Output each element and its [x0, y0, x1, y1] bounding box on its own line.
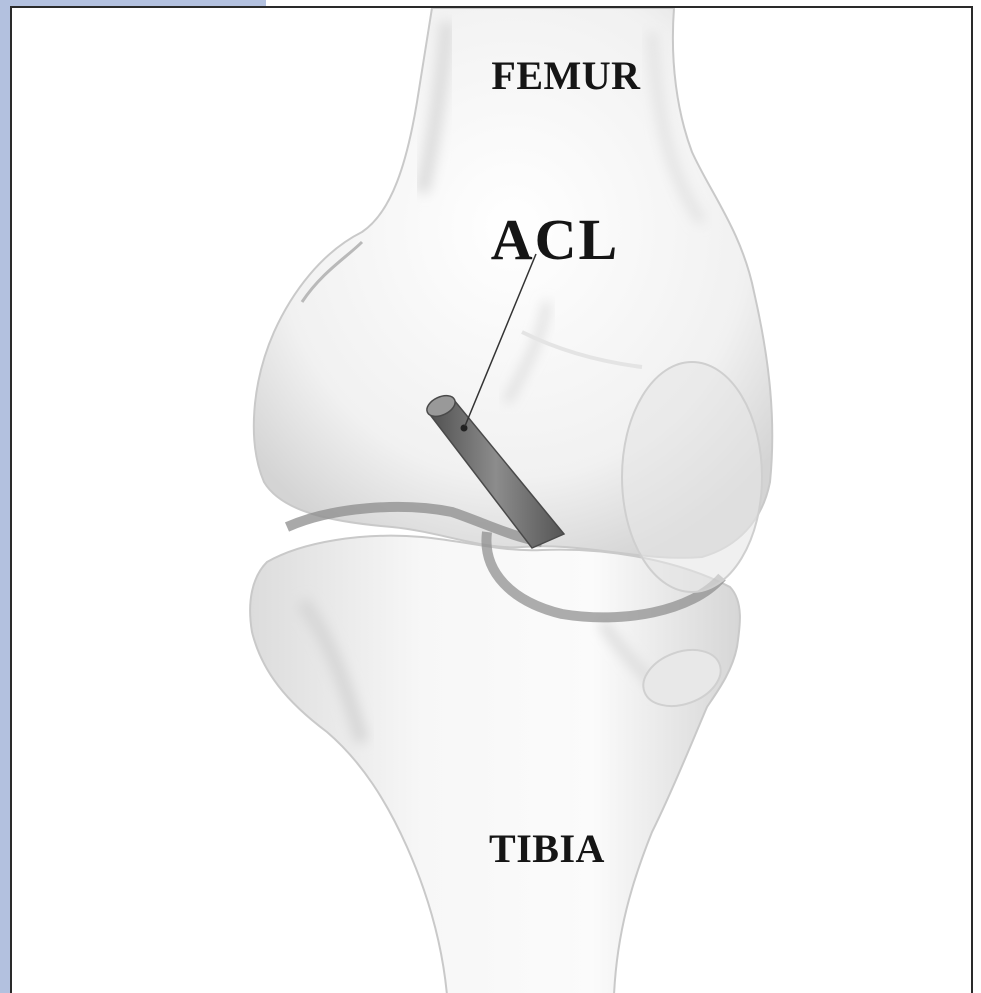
- tibia-label: TIBIA: [489, 825, 605, 872]
- left-side-strip: [0, 14, 10, 993]
- acl-label: ACL: [491, 206, 619, 273]
- femur-label: FEMUR: [491, 52, 640, 99]
- figure-frame: FEMUR ACL TIBIA: [10, 6, 973, 993]
